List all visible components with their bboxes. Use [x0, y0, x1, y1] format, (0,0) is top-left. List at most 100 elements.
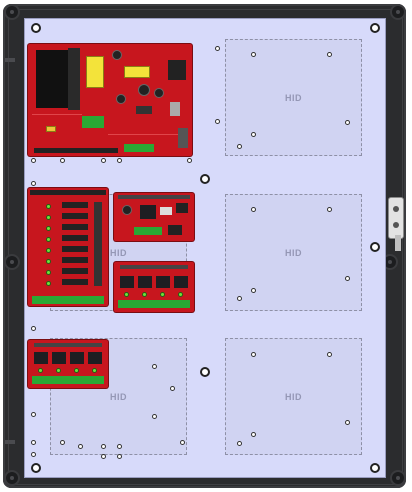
mounting-hole — [327, 352, 332, 357]
relay-board — [28, 340, 108, 388]
mounting-hole — [31, 158, 36, 163]
connector-strip — [34, 343, 102, 347]
status-led — [46, 281, 51, 286]
terminal-block — [124, 144, 154, 152]
mounting-hole — [31, 326, 36, 331]
mounting-hole — [117, 158, 122, 163]
mounting-hole — [101, 454, 106, 459]
mounting-hole — [31, 452, 36, 457]
relay — [156, 276, 170, 288]
relay — [70, 352, 84, 364]
connector — [168, 225, 182, 235]
mounting-screw-icon — [370, 23, 380, 33]
hid-label: HID — [110, 391, 127, 402]
transformer — [124, 66, 150, 78]
mounting-hole — [152, 364, 157, 369]
mounting-hole — [251, 352, 256, 357]
knockout-hole-icon — [4, 254, 20, 270]
knockout-hole-icon — [390, 4, 406, 20]
terminal-block — [82, 116, 104, 128]
transformer — [86, 56, 104, 88]
mounting-hole — [78, 444, 83, 449]
fuse-holder — [62, 213, 88, 219]
status-led — [46, 204, 51, 209]
fuse-holder — [62, 246, 88, 252]
relay — [140, 205, 156, 219]
knockout-hole-icon — [4, 4, 20, 20]
mounting-hole — [117, 454, 122, 459]
circuit-trace — [32, 114, 82, 115]
capacitor — [116, 94, 126, 104]
mounting-hole — [101, 158, 106, 163]
hid-placeholder-1: HID — [225, 39, 362, 156]
status-led — [124, 292, 129, 297]
power-supply-board — [28, 44, 192, 156]
relay — [34, 352, 48, 364]
ic-chip — [170, 102, 180, 116]
mounting-hole — [251, 52, 256, 57]
mounting-hole — [31, 412, 36, 417]
connector-strip — [34, 148, 118, 153]
relay-board — [114, 262, 194, 312]
status-led — [46, 259, 51, 264]
heatsink — [36, 50, 68, 108]
status-led — [46, 270, 51, 275]
ic-chip — [136, 106, 152, 114]
mounting-screw-icon — [200, 367, 210, 377]
status-led — [38, 368, 43, 373]
status-led — [46, 226, 51, 231]
status-led — [92, 368, 97, 373]
status-led — [46, 248, 51, 253]
status-led — [46, 237, 51, 242]
hid-label: HID — [285, 247, 302, 258]
tamper-switch-icon — [388, 197, 404, 239]
fuse-holder — [62, 224, 88, 230]
connector-strip — [120, 265, 188, 269]
terminal-block — [32, 296, 104, 304]
mounting-hole — [31, 181, 36, 186]
hid-label: HID — [285, 391, 302, 402]
knockout-hole-icon — [390, 470, 406, 486]
mounting-screw-icon — [200, 174, 210, 184]
mounting-screw-icon — [370, 463, 380, 473]
relay — [120, 276, 134, 288]
fuse-holder — [62, 202, 88, 208]
fuse — [46, 126, 56, 132]
status-led — [160, 292, 165, 297]
capacitor — [112, 50, 122, 60]
mounting-hole — [117, 444, 122, 449]
terminal-block — [134, 227, 162, 235]
mounting-hole — [31, 440, 36, 445]
mounting-hole — [60, 440, 65, 445]
mounting-hole — [251, 207, 256, 212]
enclosure-rim — [8, 9, 403, 485]
mounting-screw-icon — [31, 463, 41, 473]
circuit-trace — [108, 134, 178, 135]
fuse-holder — [62, 257, 88, 263]
mounting-screw-icon — [31, 23, 41, 33]
status-led — [56, 368, 61, 373]
hinge-mark — [5, 440, 15, 444]
fuse-holder — [62, 268, 88, 274]
connector-strip — [30, 190, 106, 195]
knockout-hole-icon — [4, 470, 20, 486]
relay — [174, 276, 188, 288]
relay — [138, 276, 152, 288]
mounting-hole — [187, 158, 192, 163]
relay-module — [114, 193, 194, 241]
hid-label: HID — [285, 92, 302, 103]
hid-placeholder-3: HID — [225, 194, 362, 311]
mounting-hole — [170, 386, 175, 391]
ic-chip — [168, 60, 186, 80]
connector-strip — [118, 195, 190, 199]
hinge-mark — [5, 58, 15, 62]
mounting-hole — [237, 144, 242, 149]
mounting-hole — [251, 432, 256, 437]
mounting-hole — [60, 158, 65, 163]
mounting-hole — [327, 52, 332, 57]
capacitor — [154, 88, 164, 98]
mounting-screw-icon — [370, 242, 380, 252]
terminal-block — [118, 300, 190, 308]
fuse-holder — [94, 202, 102, 286]
